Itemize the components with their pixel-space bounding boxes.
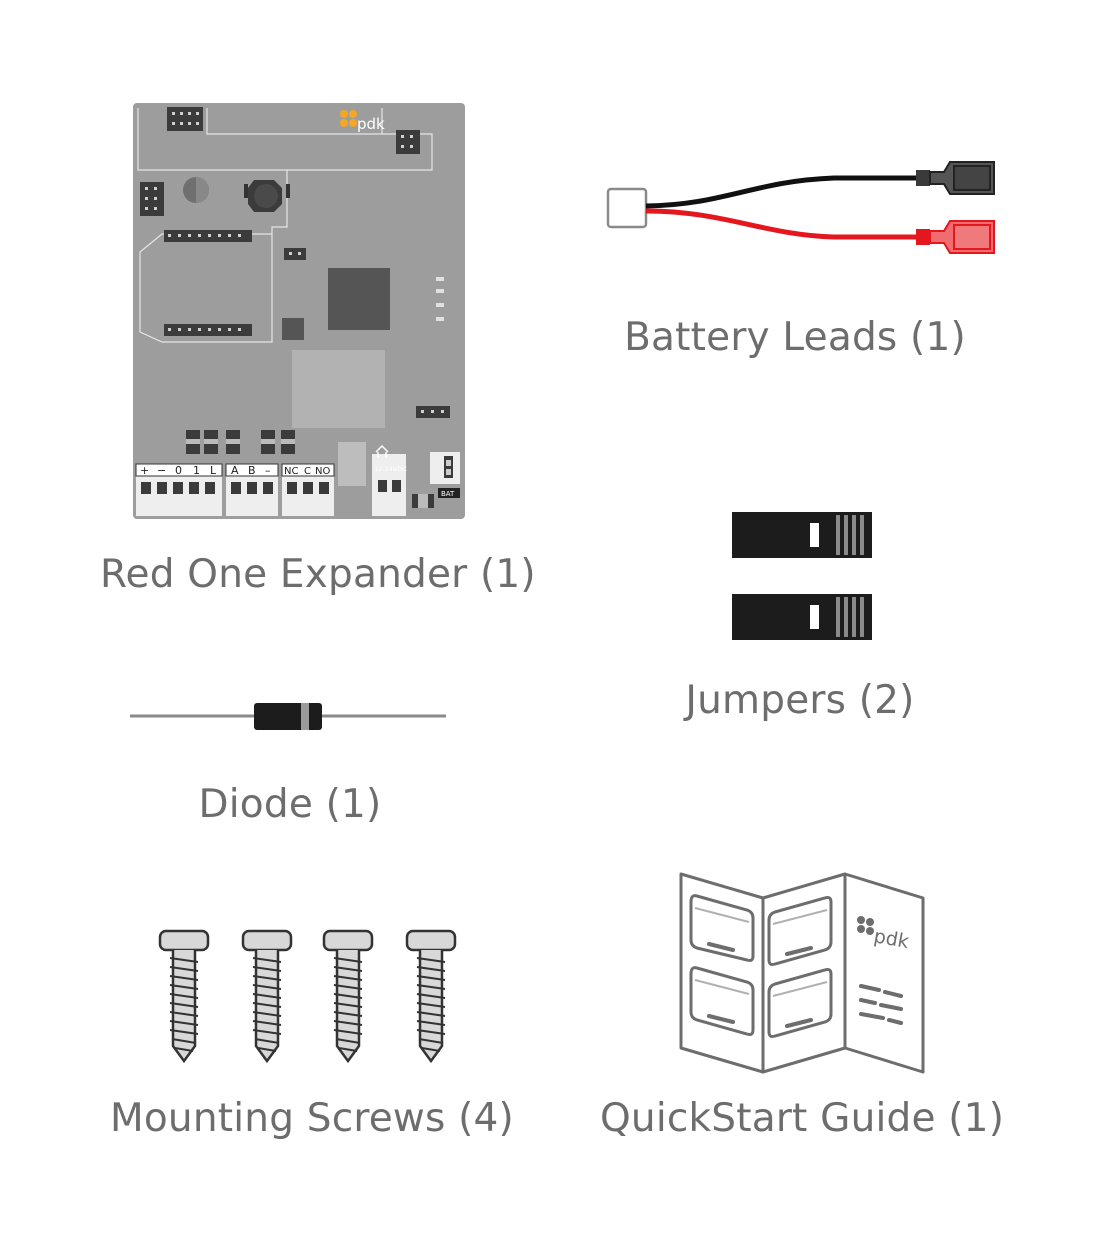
- screw-1: [158, 929, 210, 1063]
- pcb-label-bat: BAT: [441, 490, 455, 498]
- caption-quickstart-guide: QuickStart Guide (1): [600, 1096, 1005, 1141]
- mounting-screws-illustration: [158, 929, 457, 1063]
- pcb-label-b: B: [248, 464, 256, 477]
- screw-3: [322, 929, 374, 1063]
- jumper-2: [732, 594, 872, 640]
- pcb-label-nc: NC: [284, 466, 298, 477]
- pcb-label-plus: +: [140, 464, 149, 477]
- pcb-label-voltage: 12-24VDC: [374, 465, 407, 473]
- pcb-label-minus: −: [157, 464, 166, 477]
- pcb-label-one: 1: [193, 464, 200, 477]
- red-one-expander-illustration: pdk + − 0 1 L A B – NC: [133, 103, 465, 519]
- pdk-logo-icon: pdk: [340, 110, 385, 133]
- pcb-label-no: NO: [315, 466, 330, 477]
- pcb-label-dash: –: [265, 464, 271, 477]
- jumper-1: [732, 512, 872, 558]
- pcb-label-a: A: [231, 464, 239, 477]
- caption-battery-leads: Battery Leads (1): [624, 315, 966, 360]
- screw-2: [241, 929, 293, 1063]
- pcb-label-zero: 0: [175, 464, 182, 477]
- caption-mounting-screws: Mounting Screws (4): [110, 1096, 514, 1141]
- quickstart-guide-illustration: pdk: [679, 872, 925, 1074]
- pcb-logo-text: pdk: [357, 115, 385, 133]
- pcb-label-c: C: [304, 466, 311, 477]
- screw-4: [405, 929, 457, 1063]
- caption-red-one-expander: Red One Expander (1): [100, 552, 536, 597]
- pcb-label-l: L: [210, 464, 217, 477]
- caption-diode: Diode (1): [198, 782, 382, 827]
- jumpers-illustration: [732, 512, 872, 640]
- battery-leads-illustration: [606, 161, 995, 254]
- caption-jumpers: Jumpers (2): [685, 678, 915, 723]
- diode-illustration: [130, 703, 446, 730]
